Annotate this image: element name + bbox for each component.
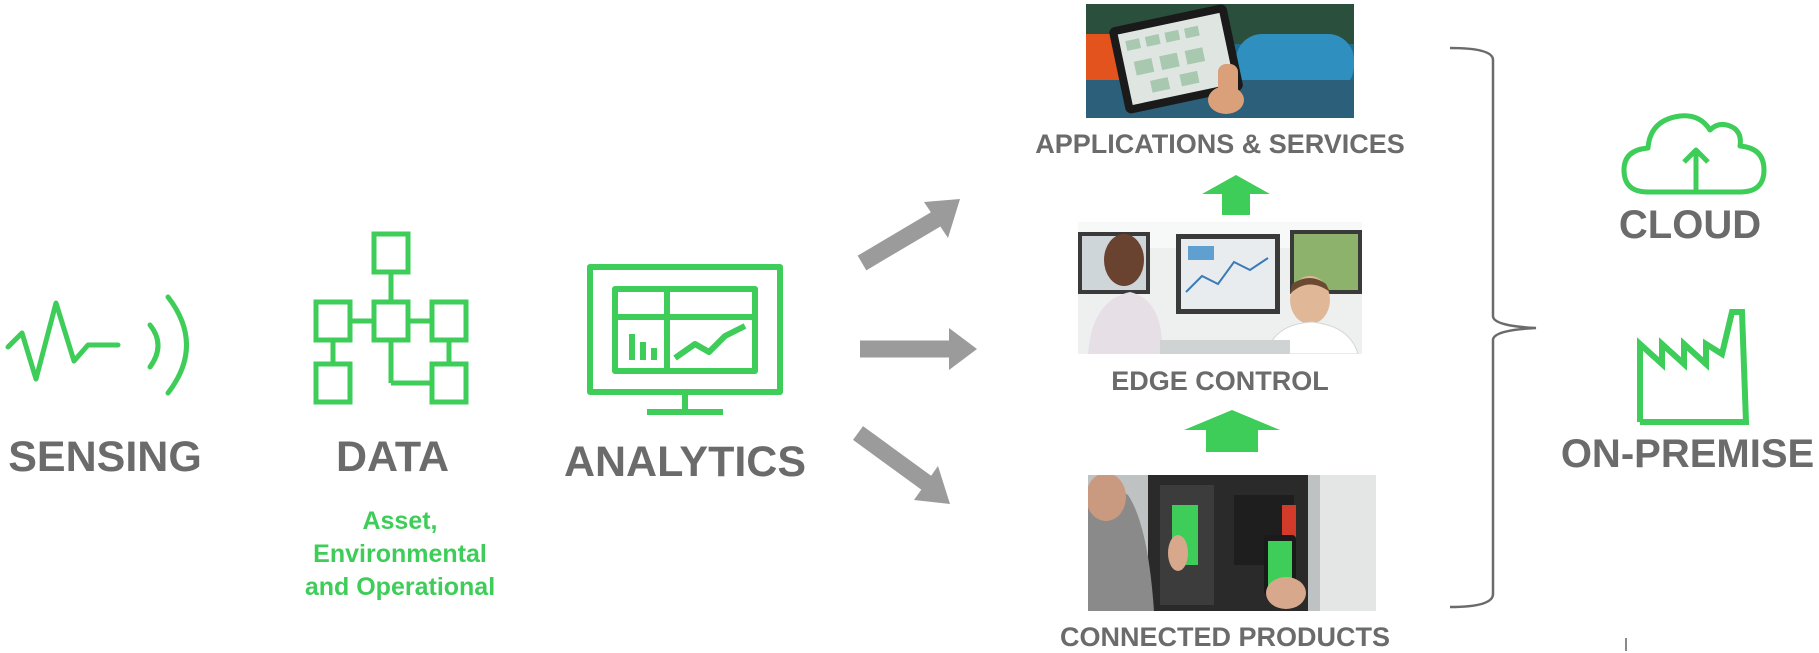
edge-control-label: EDGE CONTROL <box>1111 366 1329 396</box>
data-subtitle: Asset, Environmental and Operational <box>285 505 515 604</box>
analytics-label: ANALYTICS <box>563 438 807 486</box>
dashboard-monitor-icon <box>587 264 783 415</box>
sensing-icon <box>0 285 205 400</box>
sensor-wave-icon <box>5 294 189 396</box>
arrow-up-right-icon <box>857 199 960 271</box>
network-diagram-icon <box>313 231 469 405</box>
control-room-photo <box>1078 222 1362 354</box>
cloud-label: CLOUD <box>1618 203 1762 247</box>
sensing-label: SENSING <box>8 433 202 481</box>
data-subtitle-line-3: and Operational <box>304 573 496 601</box>
edge-control-photo <box>1078 222 1362 354</box>
green-up-arrow-upper-icon <box>1202 175 1270 215</box>
factory-icon-wrap <box>1632 308 1752 426</box>
data-subtitle-line-1: Asset, <box>362 507 438 535</box>
tablet-operator-photo <box>1086 4 1354 118</box>
factory-icon <box>1637 309 1750 425</box>
grouping-bracket <box>1449 46 1537 609</box>
data-label: DATA <box>335 433 450 481</box>
arrow-down-right-icon <box>852 426 950 504</box>
connected-products-photo <box>1088 475 1376 611</box>
green-up-arrow-lower-icon <box>1184 410 1280 452</box>
applications-label: APPLICATIONS & SERVICES <box>1035 129 1405 159</box>
data-subtitle-line-2: Environmental <box>313 540 487 568</box>
applications-photo <box>1086 4 1354 118</box>
cloud-icon-wrap <box>1618 100 1770 196</box>
on-premise-label: ON-PREMISE <box>1560 432 1815 476</box>
connected-products-label: CONNECTED PRODUCTS <box>1059 622 1390 652</box>
breaker-smartphone-photo <box>1088 475 1376 611</box>
data-icon <box>312 230 472 410</box>
analytics-icon <box>585 262 785 422</box>
arrow-right-icon <box>860 328 977 370</box>
cloud-upload-icon <box>1621 113 1767 195</box>
